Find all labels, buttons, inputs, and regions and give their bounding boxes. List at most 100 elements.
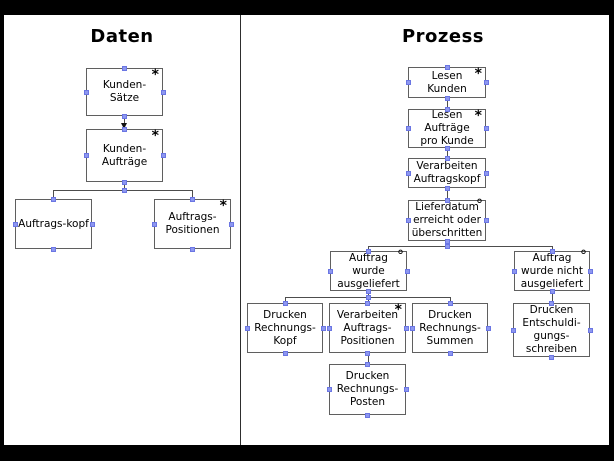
node-label-line: pro Kunde [420,135,474,147]
node-label-line: wurde [352,264,385,277]
panel-divider [240,15,241,445]
connection-handle[interactable] [84,90,89,95]
node-label-line: Aufträge [424,122,470,134]
connection-handle[interactable] [549,301,554,306]
connection-handle[interactable] [484,171,489,176]
connection-handle[interactable] [84,153,89,158]
connection-handle[interactable] [445,107,450,112]
connection-handle[interactable] [406,126,411,131]
iteration-asterisk-icon: * [151,128,159,144]
connection-handle[interactable] [445,186,450,191]
connection-handle[interactable] [327,326,332,331]
node-label-line: Positionen [165,224,220,236]
node-label-line: Drucken [428,308,472,321]
node-label-line: Rechnungs- [254,321,316,334]
connection-handle[interactable] [445,65,450,70]
connector-line [53,190,54,200]
node-auftrags-kopf[interactable]: Auftrags-kopf [15,199,92,249]
connection-handle[interactable] [122,188,127,193]
connection-handle[interactable] [122,180,127,185]
connection-handle[interactable] [405,269,410,274]
node-label-line: Auftrags- [343,321,392,334]
node-label-line: Posten [349,396,386,408]
connection-handle[interactable] [321,326,326,331]
connection-handle[interactable] [122,66,127,71]
selection-circle-icon: ° [476,197,483,213]
connection-handle[interactable] [445,198,450,203]
connection-handle[interactable] [406,171,411,176]
connection-handle[interactable] [410,326,415,331]
connection-handle[interactable] [365,301,370,306]
connection-handle[interactable] [588,328,593,333]
node-label-line: Auftragskopf [413,173,481,185]
connection-handle[interactable] [366,249,371,254]
connection-handle[interactable] [404,387,409,392]
connector-line [447,98,448,110]
connection-handle[interactable] [283,301,288,306]
connection-handle[interactable] [445,239,450,244]
connection-handle[interactable] [406,218,411,223]
connector-line [368,246,553,247]
connection-handle[interactable] [549,355,554,360]
node-label-line: Verarbeiten [416,160,478,172]
connection-handle[interactable] [486,326,491,331]
connection-handle[interactable] [229,222,234,227]
node-label-line: Summen [426,334,474,347]
connection-handle[interactable] [511,328,516,333]
connection-handle[interactable] [327,387,332,392]
node-kunden-saetze[interactable]: Kunden-Sätze* [86,68,163,116]
connection-handle[interactable] [484,80,489,85]
node-label-line: Aufträge [101,155,148,168]
connection-handle[interactable] [366,295,371,300]
node-label-line: wurde nicht [521,264,583,277]
connection-handle[interactable] [152,222,157,227]
connection-handle[interactable] [90,222,95,227]
connection-handle[interactable] [445,156,450,161]
connection-handle[interactable] [190,197,195,202]
connection-handle[interactable] [448,351,453,356]
node-label-line: Drucken [529,304,574,316]
connection-handle[interactable] [122,114,127,119]
connection-handle[interactable] [365,362,370,367]
connection-handle[interactable] [512,269,517,274]
connection-handle[interactable] [51,247,56,252]
connection-handle[interactable] [245,326,250,331]
connection-handle[interactable] [122,127,127,132]
connection-handle[interactable] [365,413,370,418]
connection-handle[interactable] [51,197,56,202]
node-auftrags-positionen[interactable]: Auftrags-Positionen* [154,199,231,249]
connection-handle[interactable] [190,247,195,252]
selection-circle-icon: ° [580,248,587,264]
connection-handle[interactable] [161,90,166,95]
connection-handle[interactable] [550,289,555,294]
connection-handle[interactable] [283,351,288,356]
connection-handle[interactable] [406,80,411,85]
connection-handle[interactable] [366,289,371,294]
connection-handle[interactable] [404,326,409,331]
connection-handle[interactable] [445,244,450,249]
connection-handle[interactable] [13,222,18,227]
connection-handle[interactable] [365,351,370,356]
node-kunden-auftraege[interactable]: Kunden-Aufträge* [86,129,163,182]
connection-handle[interactable] [448,301,453,306]
connection-handle[interactable] [445,96,450,101]
iteration-asterisk-icon: * [219,198,227,214]
connection-handle[interactable] [550,249,555,254]
connection-handle[interactable] [445,146,450,151]
connection-handle[interactable] [484,218,489,223]
connection-handle[interactable] [328,269,333,274]
connection-handle[interactable] [484,126,489,131]
connection-handle[interactable] [588,269,593,274]
connection-handle[interactable] [161,153,166,158]
